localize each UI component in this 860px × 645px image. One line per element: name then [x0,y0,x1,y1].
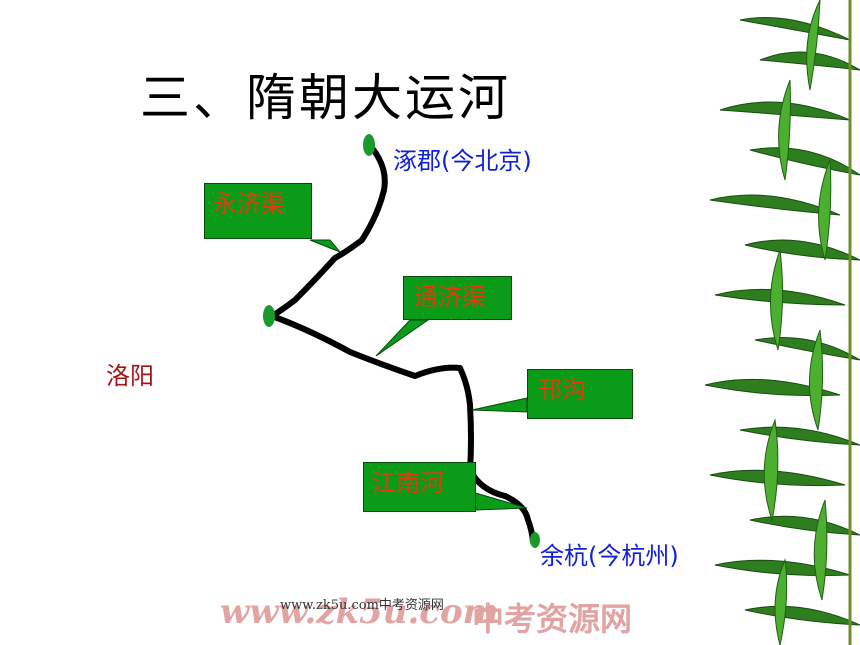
yongji-canal-line [269,145,388,319]
watermark-small: www.zk5u.com中考资源网 [280,598,444,613]
yuhang-node [530,532,540,548]
bamboo-decoration [700,0,860,645]
watermark-large-chinese: 中考资源网 [472,600,633,638]
page-title: 三、隋朝大运河 [140,69,511,127]
city-label-yuhang: 余杭(今杭州) [540,542,679,570]
canal-label-jiangnan-text: 江南河 [372,469,444,497]
tongji-canal-line [269,313,473,408]
luoyang-node [263,305,275,327]
hangou-callout-pointer [471,397,528,413]
canal-label-hangou: 邗沟 [527,369,633,419]
zhuojun-node [363,134,375,156]
canal-label-yongji-text: 永济渠 [213,190,285,218]
canal-label-jiangnan: 江南河 [363,462,476,512]
tongji-callout-pointer [375,319,430,357]
city-label-luoyang: 洛阳 [106,362,154,390]
canal-label-tongji-text: 通济渠 [414,283,486,311]
city-label-zhuojun: 涿郡(今北京) [393,147,532,175]
canal-label-yongji: 永济渠 [204,183,312,239]
canal-label-hangou-text: 邗沟 [538,376,586,404]
yongji-callout-pointer [309,239,341,253]
watermark-large-latin: www.zk5u.com [220,592,499,632]
canal-label-tongji: 通济渠 [403,276,512,320]
